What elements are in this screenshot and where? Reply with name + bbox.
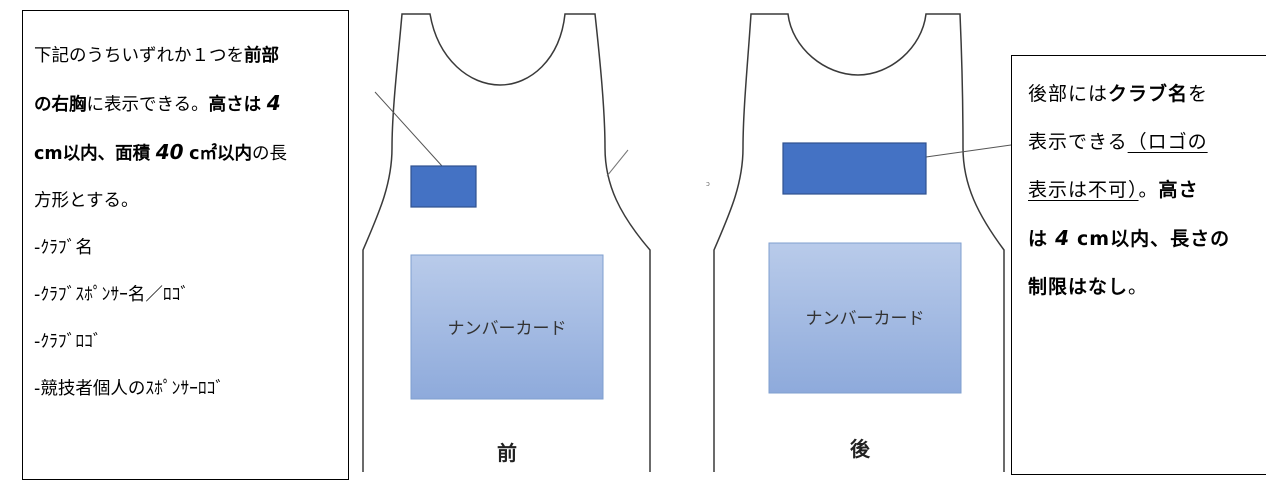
front-rule-item: -ｸﾗﾌﾞﾛｺﾞ [34, 332, 102, 352]
text: 下記のうちいずれか１つを [34, 46, 244, 66]
area-limit-value: 40 [155, 140, 184, 164]
back-label: 後 [850, 437, 871, 461]
back-rule-line-1: 後部にはクラブ名を [1028, 70, 1266, 118]
back-rules-callout: 後部にはクラブ名を 表示できる（ロゴの 表示は不可）。高さ は 4 cm以内、長… [1011, 55, 1266, 475]
text-bold: c㎡以内 [189, 144, 252, 164]
front-pointer-line [374, 91, 443, 167]
front-rule-item: -競技者個人のｽﾎﾟﾝｻｰﾛｺﾞ [34, 379, 225, 399]
back-rule-line-3: 表示は不可）。高さ [1028, 166, 1266, 214]
back-rule-line-2: 表示できる（ロゴの [1028, 118, 1266, 166]
front-singlet-outline [362, 13, 651, 472]
front-rule-item: -ｸﾗﾌﾞ名 [34, 238, 93, 258]
text-bold: クラブ名 [1108, 83, 1189, 105]
text: の長 [251, 144, 287, 164]
front-rule-line-2: の右胸に表示できる。高さは 4 [34, 80, 340, 129]
front-logo-area [410, 165, 477, 208]
front-number-card-label: ナンバーカード [448, 319, 567, 339]
back-rule-line-5: 制限はなし。 [1028, 263, 1266, 311]
front-rule-line-1: 下記のうちいずれか１つを前部 [34, 33, 340, 80]
text-bold: の右胸 [34, 95, 87, 115]
text: を [1188, 83, 1209, 105]
text: 。 [1138, 179, 1159, 201]
front-rule-line-3: cm以内、面積 40 c㎡以内の長 [34, 129, 340, 178]
text-bold: 制限はなし [1028, 276, 1129, 298]
height-limit-value: 4 [266, 91, 281, 115]
text-bold: 高さは [208, 95, 262, 115]
front-fold-mark [606, 149, 629, 177]
back-singlet-outline [713, 13, 1005, 472]
front-rule-line-4: 方形とする。 [34, 191, 139, 211]
front-number-card [410, 254, 604, 400]
text: 。 [1128, 276, 1149, 298]
text: 表示できる [1028, 131, 1128, 153]
text-bold: cm以内、長さの [1077, 228, 1231, 250]
height-limit-value: 4 [1055, 226, 1070, 250]
text-bold: cm以内、面積 [34, 144, 151, 164]
back-small-mark: ɔ [706, 180, 710, 188]
text-bold: は [1028, 228, 1049, 250]
front-label: 前 [497, 441, 517, 465]
front-rules-callout: 下記のうちいずれか１つを前部 の右胸に表示できる。高さは 4 cm以内、面積 4… [22, 10, 349, 480]
text-underlined: （ロゴの [1127, 131, 1208, 153]
back-pointer-line [925, 144, 1012, 158]
back-number-card-label: ナンバーカード [806, 309, 925, 329]
back-rule-line-4: は 4 cm以内、長さの [1028, 214, 1266, 263]
text-underlined: 表示は不可） [1028, 179, 1139, 201]
text-bold: 高さ [1158, 179, 1199, 201]
text: に表示できる。 [86, 95, 209, 115]
back-club-name-area [782, 142, 927, 195]
back-number-card [768, 242, 962, 394]
text-bold: 前部 [244, 46, 279, 66]
text: 後部には [1028, 83, 1109, 105]
front-rule-item: -ｸﾗﾌﾞｽﾎﾟﾝｻｰ名／ﾛｺﾞ [34, 285, 190, 305]
